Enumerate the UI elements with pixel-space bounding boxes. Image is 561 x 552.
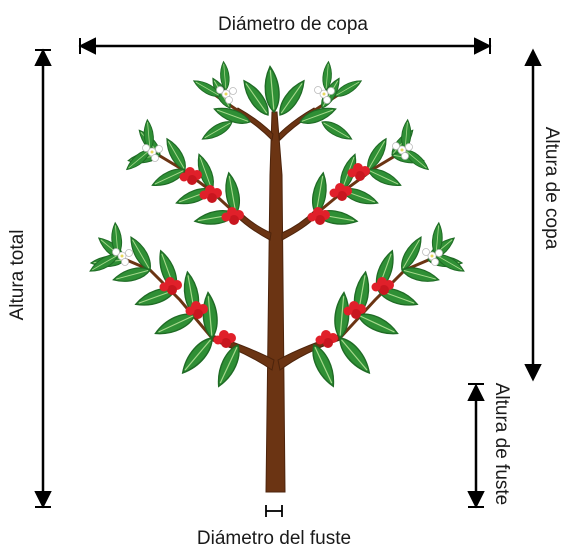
stem-height-label: Altura de fuste bbox=[491, 383, 512, 506]
crown-height-label: Altura de copa bbox=[541, 127, 561, 250]
total-height-label: Altura total bbox=[7, 230, 28, 321]
measurement-arrows bbox=[34, 37, 542, 517]
tree-trunk bbox=[209, 107, 341, 493]
coffee-tree-illustration bbox=[87, 60, 467, 493]
stem-diameter-marker bbox=[265, 505, 283, 517]
stem-diameter-label: Diámetro del fuste bbox=[197, 528, 351, 549]
crown-diameter-label: Diámetro de copa bbox=[218, 14, 368, 35]
